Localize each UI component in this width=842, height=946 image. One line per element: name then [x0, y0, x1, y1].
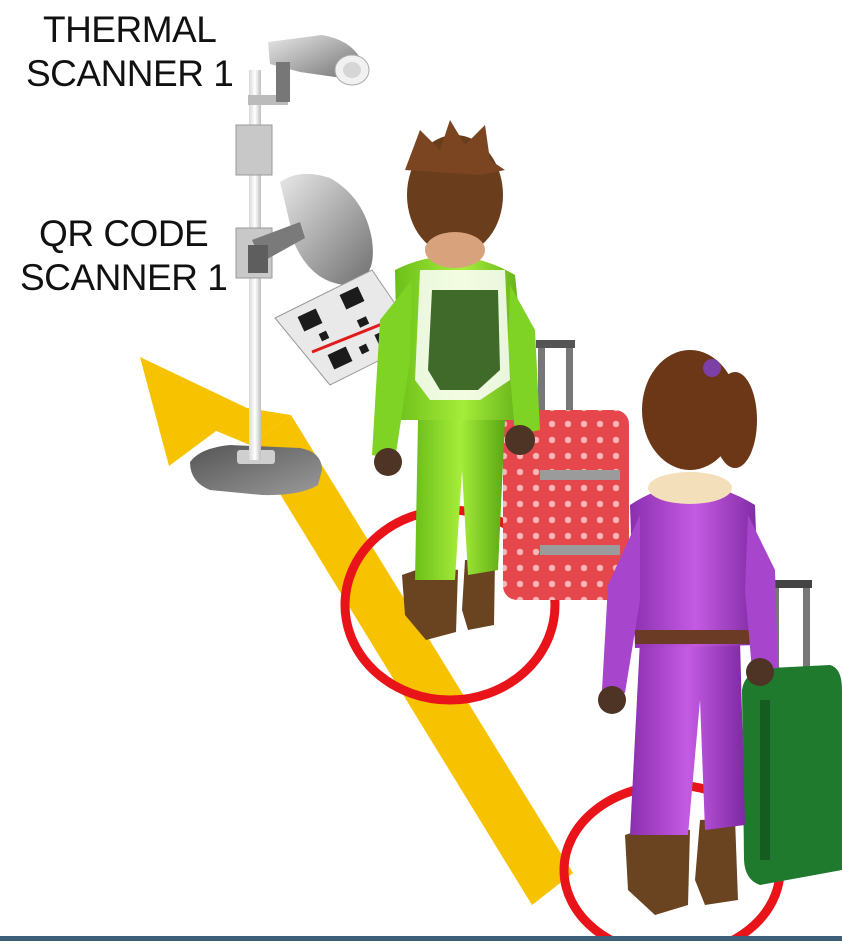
suitcase-red [503, 340, 629, 600]
traveler-purple [598, 350, 778, 915]
qr-scanner-label: QR CODE SCANNER 1 [20, 212, 228, 300]
thermal-scanner-label: THERMAL SCANNER 1 [26, 8, 234, 96]
direction-arrow-icon [140, 357, 573, 905]
traveler-green [372, 120, 540, 640]
qr-label-line1: QR CODE [39, 213, 209, 254]
bottom-border [0, 936, 842, 941]
thermal-label-line1: THERMAL [42, 9, 217, 50]
qr-label-line2: SCANNER 1 [20, 257, 228, 298]
thermal-camera-icon [248, 35, 370, 105]
thermal-label-line2: SCANNER 1 [26, 53, 234, 94]
qr-code-scanner-icon [248, 173, 373, 285]
